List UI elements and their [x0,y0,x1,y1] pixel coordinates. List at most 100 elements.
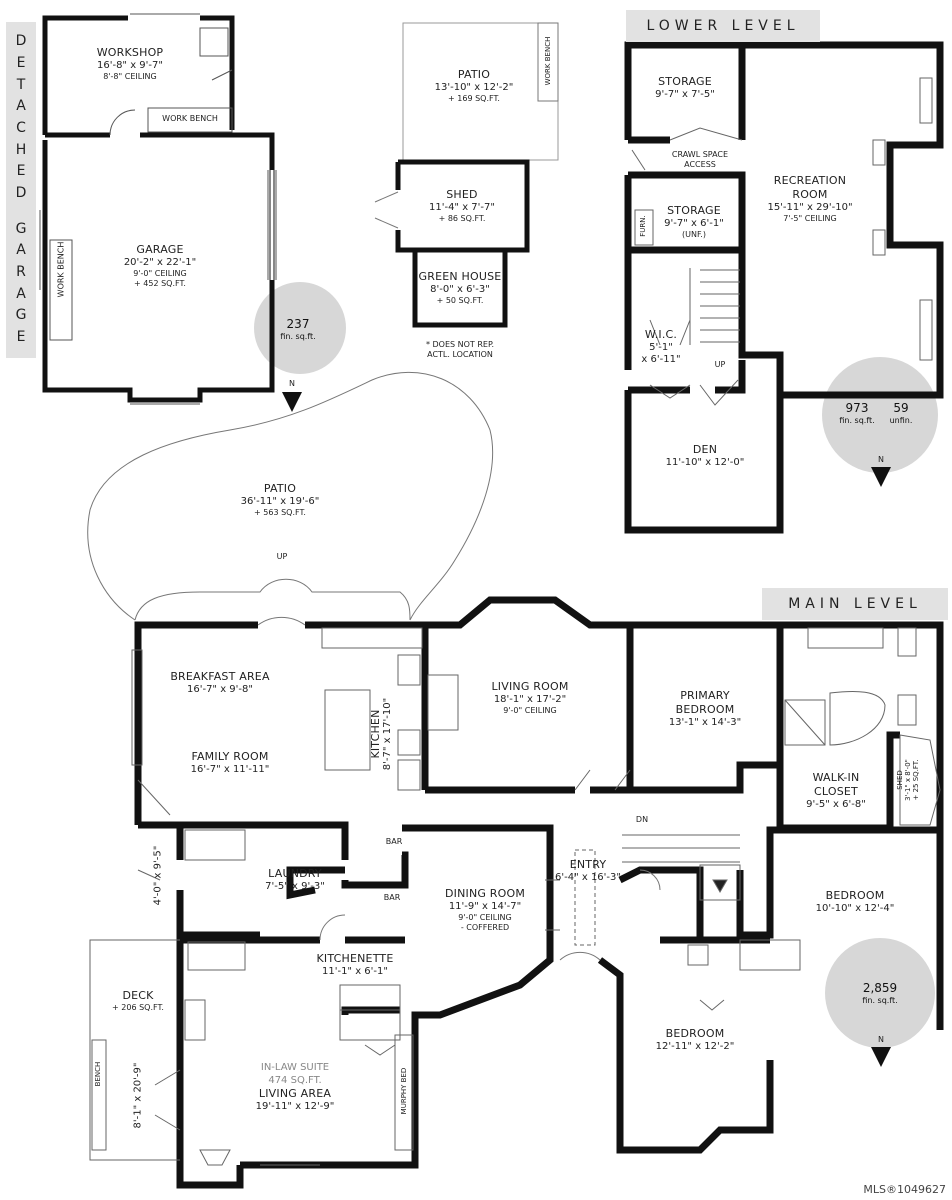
detached-garage-walls [42,15,275,403]
bedroom-3-label: BEDROOM 12'-11" x 12'-2" [640,1027,750,1053]
banner-letter: A [16,242,26,259]
room-name: PATIO [457,68,491,81]
room-name: CLOSET [814,784,858,798]
breakfast-area-label: BREAKFAST AREA 16'-7" x 9'-8" [160,670,280,696]
main-level-banner: MAIN LEVEL [762,588,948,620]
room-name: STORAGE [667,204,721,217]
murphy-bed-label: MURPHY BED [400,1067,408,1115]
greenhouse-label: GREEN HOUSE 8'-0" x 6'-3" + 50 SQ.FT. [412,270,508,306]
sqft-value: 2,859 [862,981,898,995]
room-dims: 11'-1" x 6'-1" [321,965,388,977]
kitchenette-label: KITCHENETTE 11'-1" x 6'-1" [305,952,405,978]
note-line: * DOES NOT REP. [425,340,495,349]
lower-sqft-disc [822,357,938,473]
room-dims: 15'-11" x 29'-10" [767,201,853,213]
north-arrow-icon [871,1047,891,1067]
room-area: + 452 SQ.FT. [134,279,186,289]
sqft-unit: unfin. [889,415,913,425]
banner-letter: R [16,264,26,281]
label-line: CRAWL SPACE [671,150,729,159]
room-dims: 7'-5" x 9'-3" [265,880,325,892]
room-dims: 8'-0" x 6'-3" [430,283,490,295]
entry-label: ENTRY 6'-4" x 16'-3" [548,858,628,884]
sqft-discs [254,282,938,1048]
sqft-value: 973 [845,401,869,415]
door-swings [257,616,661,961]
room-name: GARAGE [136,243,184,256]
detached-garage-details [39,13,277,405]
banner-letter: E [16,163,26,180]
dining-room-label: DINING ROOM 11'-9" x 14'-7" 9'-0" CEILIN… [428,887,542,933]
main-level-walls [134,596,944,1189]
room-area: + 25 SQ.FT. [912,759,920,801]
room-name: BEDROOM [825,889,885,902]
room-name: BREAKFAST AREA [170,670,270,683]
patio-step [134,578,411,621]
bar-label: BAR [383,893,401,902]
room-name: WORKSHOP [96,46,164,59]
room-name: PATIO [263,482,297,495]
room-dims: 10'-10" x 12'-4" [815,902,895,914]
furnace-label: FURN. [639,215,647,237]
main-sqft-disc [825,938,935,1048]
room-name: WALK-IN [812,771,860,784]
room-name: KITCHEN [369,709,382,759]
room-name: ROOM [792,187,828,201]
walk-in-closet-label: WALK-IN CLOSET 9'-5" x 6'-8" [786,771,886,811]
storage-1-label: STORAGE 9'-7" x 7'-5" [635,75,735,101]
hall-dims-label: 4'-0" x 9'-5" [152,845,164,906]
lower-level-banner-text: LOWER LEVEL [646,18,800,34]
bedroom-2-label: BEDROOM 10'-10" x 12'-4" [795,889,915,915]
detached-sqft-disc [254,282,346,374]
stairs-up-label: UP [714,360,726,369]
room-dims: 13'-1" x 14'-3" [668,716,742,728]
room-note: 9'-0" CEILING [458,913,512,923]
location-note: * DOES NOT REP. ACTL. LOCATION [405,340,515,360]
room-area: + 563 SQ.FT. [254,508,306,518]
sqft-unit: fin. sq.ft. [862,995,898,1005]
garage-label: GARAGE 20'-2" x 22'-1" 9'-0" CEILING + 4… [90,243,230,289]
room-name: LAUNDRY [268,867,322,880]
banner-letter: C [16,119,26,136]
lower-unfin-sqft: 59 unfin. [886,401,916,425]
family-room-label: FAMILY ROOM 16'-7" x 11'-11" [170,750,290,776]
room-name: DEN [692,443,718,456]
room-name: DINING ROOM [444,887,526,900]
room-name: IN-LAW SUITE [260,1062,330,1073]
room-name: KITCHENETTE [316,952,394,965]
room-note: 8'-8" CEILING [103,72,157,82]
room-dims: 36'-11" x 19'-6" [240,495,320,507]
banner-letter: D [15,33,27,50]
room-name: SHED [446,188,478,201]
label-line: ACCESS [684,160,716,169]
north-label: N [289,379,295,388]
north-arrow-icon [871,467,891,487]
room-dims: 16'-8" x 9'-7" [96,59,163,71]
room-name: GREEN HOUSE [418,270,502,283]
room-dims: 20'-2" x 22'-1" [123,256,197,268]
room-dims: x 6'-11" [641,354,681,366]
outbuilding-patio-label: PATIO 13'-10" x 12'-2" + 169 SQ.FT. [410,68,538,104]
sqft-value: 59 [893,401,909,415]
banner-letter: A [16,285,26,302]
room-area: + 50 SQ.FT. [436,296,484,306]
detached-sqft: 237 fin. sq.ft. [276,317,320,341]
north-label: N [878,455,884,464]
main-fin-sqft: 2,859 fin. sq.ft. [852,981,908,1005]
room-name: PRIMARY [680,689,730,702]
room-name: SHED [896,770,904,790]
room-area: + 86 SQ.FT. [438,214,486,224]
sqft-unit: fin. sq.ft. [280,331,316,341]
room-dims: 11'-10" x 12'-0" [665,456,745,468]
room-name: ENTRY [569,858,607,871]
room-name: LIVING AREA [258,1087,332,1100]
north-arrows [282,392,891,1067]
north-arrow-icon [282,392,302,412]
sqft-unit: fin. sq.ft. [839,415,875,425]
banner-letter: T [16,76,26,93]
room-dims: 8'-7" x 17'-10" [382,697,393,771]
room-name: RECREATION [773,174,847,187]
detached-garage-banner: D E T A C H E D G A R A G E [6,22,36,358]
kitchen-label: KITCHEN 8'-7" x 17'-10" [369,688,393,780]
